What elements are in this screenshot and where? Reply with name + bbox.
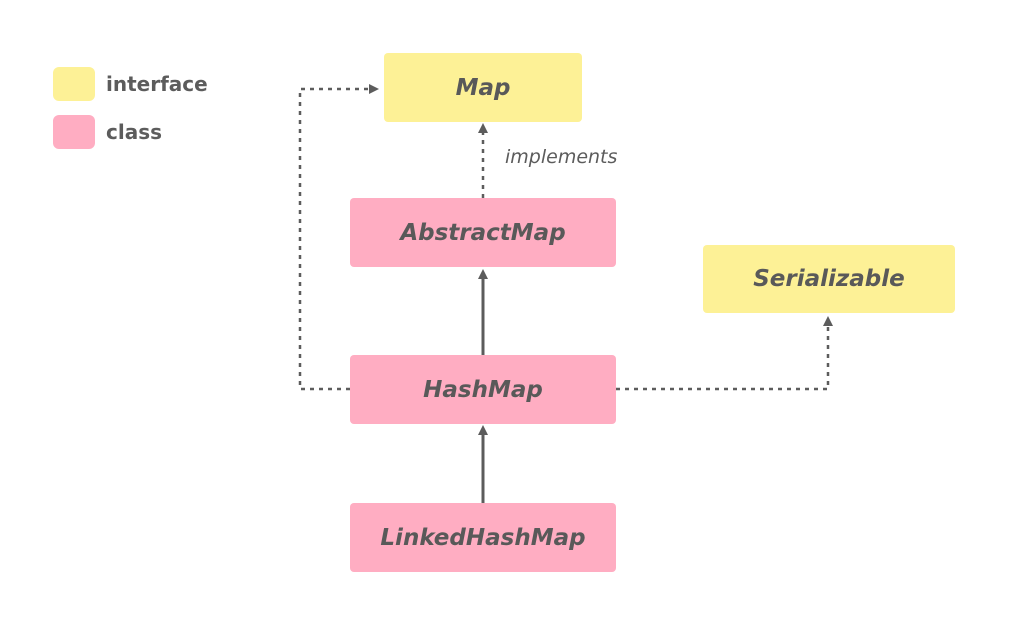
- node-abstractmap-class: AbstractMap: [350, 198, 616, 267]
- edge-hashmap-implements-serializable: [616, 316, 833, 391]
- node-linkedhashmap-class: LinkedHashMap: [350, 503, 616, 572]
- node-hashmap-class: HashMap: [350, 355, 616, 424]
- node-serializable-interface: Serializable: [703, 245, 955, 313]
- legend-class-label: class: [106, 120, 163, 144]
- node-map-interface: Map: [384, 53, 582, 122]
- legend-interface-label: interface: [106, 72, 208, 96]
- edge-hashmap-implements-map: [298, 84, 379, 391]
- legend-class-swatch: [53, 115, 95, 149]
- legend-interface-swatch: [53, 67, 95, 101]
- edge-label-implements: implements: [505, 146, 618, 168]
